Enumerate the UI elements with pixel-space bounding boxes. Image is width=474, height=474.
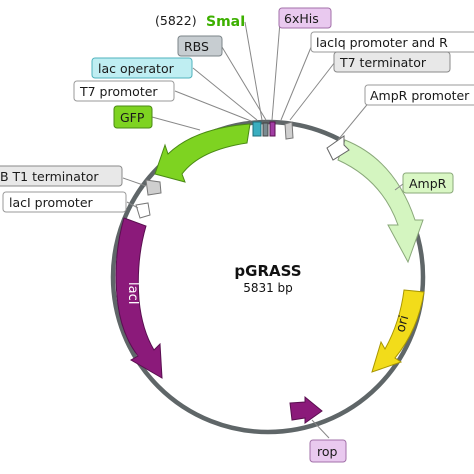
ori-feature[interactable] xyxy=(371,289,425,373)
ampr-label-box[interactable] xyxy=(402,172,454,194)
t7-promoter-label: T7 promoter xyxy=(79,84,158,99)
laci-feature[interactable] xyxy=(115,217,163,379)
ampr-label: AmpR xyxy=(409,176,447,191)
his-tag-label-box[interactable] xyxy=(278,7,332,29)
t7-terminator-label: T7 terminator xyxy=(339,55,427,70)
gfp-label: GFP xyxy=(120,110,145,125)
ampr-promoter-label-box[interactable] xyxy=(364,84,474,106)
gfp-feature[interactable] xyxy=(154,123,251,183)
leader-lines xyxy=(122,21,404,439)
rop-label: rop xyxy=(317,444,338,459)
laciq-label: lacIq promoter and R xyxy=(316,35,448,50)
his-tag-label: 6xHis xyxy=(284,11,319,26)
ori-feature-label: ori xyxy=(393,314,412,334)
laci-feature-label: lacI xyxy=(125,282,140,305)
smai-label[interactable]: SmaI xyxy=(206,14,245,30)
rbs-glyph xyxy=(262,122,269,137)
lac-operator-glyph xyxy=(252,121,262,137)
rrnb-terminator-glyph xyxy=(145,179,162,196)
t7-terminator-glyph xyxy=(284,121,294,140)
lac-operator-label: lac operator xyxy=(98,61,175,76)
plasmid-size: 5831 bp xyxy=(243,281,293,295)
rop-feature[interactable] xyxy=(289,395,323,424)
plasmid-backbone xyxy=(110,119,426,435)
ampr-promoter-feature[interactable] xyxy=(326,135,350,161)
laci-promoter-glyph xyxy=(135,202,151,219)
ampr-promoter-label: AmpR promoter xyxy=(370,88,470,103)
gfp-label-box[interactable] xyxy=(113,105,153,129)
ampr-feature[interactable] xyxy=(337,139,424,264)
rop-label-box[interactable] xyxy=(309,439,347,463)
laci-promoter-label: lacI promoter xyxy=(9,195,94,210)
smai-position: (5822) xyxy=(155,13,197,28)
laci-promoter-label-box[interactable] xyxy=(2,191,127,213)
lac-operator-label-box[interactable] xyxy=(91,57,193,79)
rbs-label-box[interactable] xyxy=(177,35,223,57)
rrnb-label-box[interactable] xyxy=(0,165,123,187)
his-tag-glyph xyxy=(269,121,276,137)
rrnb-label: B T1 terminator xyxy=(0,169,99,184)
plasmid-name: pGRASS xyxy=(234,262,301,280)
rbs-label: RBS xyxy=(184,39,209,54)
t7-promoter-label-box[interactable] xyxy=(73,80,175,102)
t7-terminator-label-box[interactable] xyxy=(333,51,451,73)
